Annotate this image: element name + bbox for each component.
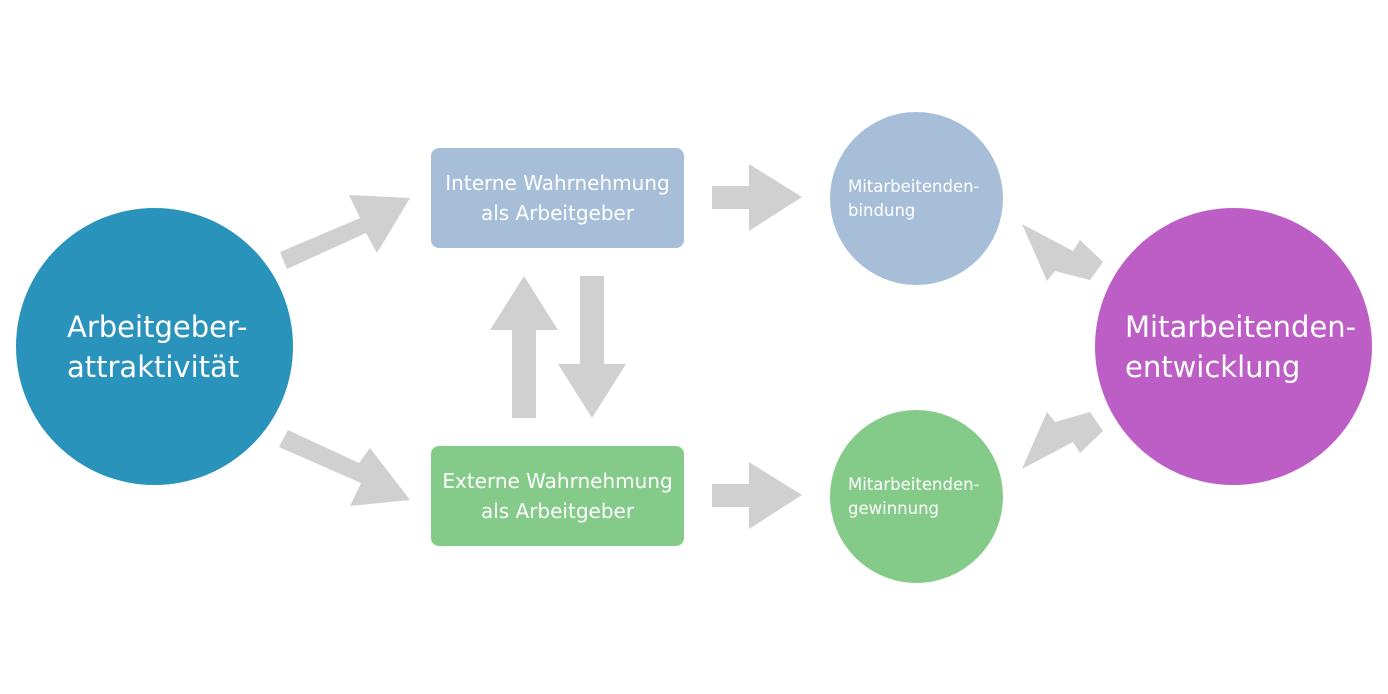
node-mitarbeitendenentwicklung-line-2: entwicklung: [1125, 349, 1301, 384]
arrow-entwicklung-to-gewinnung: [1022, 412, 1103, 469]
node-mitarbeitendengewinnung-line-1: Mitarbeitenden-: [848, 474, 980, 494]
node-mitarbeitendengewinnung: Mitarbeitenden- gewinnung: [830, 410, 1003, 583]
node-mitarbeitendenentwicklung-line-1: Mitarbeitenden-: [1125, 309, 1357, 344]
node-interne-wahrnehmung: Interne Wahrnehmung als Arbeitgeber: [431, 148, 684, 248]
arrow-extern-to-intern: [490, 276, 558, 418]
arrow-attraktivitaet-to-extern: [279, 430, 410, 506]
node-interne-wahrnehmung-line-1: Interne Wahrnehmung: [445, 171, 670, 195]
arrow-extern-to-gewinnung: [712, 462, 802, 529]
node-externe-wahrnehmung-line-1: Externe Wahrnehmung: [442, 469, 673, 493]
node-arbeitgeberattraktivitaet-line-1: Arbeitgeber-: [67, 309, 248, 344]
node-externe-wahrnehmung: Externe Wahrnehmung als Arbeitgeber: [431, 446, 684, 546]
node-interne-wahrnehmung-line-2: als Arbeitgeber: [480, 201, 635, 225]
node-arbeitgeberattraktivitaet: Arbeitgeber- attraktivität: [16, 208, 293, 485]
arrow-entwicklung-to-bindung: [1022, 224, 1103, 281]
node-mitarbeitendengewinnung-line-2: gewinnung: [848, 498, 940, 518]
arrow-intern-to-extern: [558, 276, 626, 418]
arrow-attraktivitaet-to-intern: [280, 195, 410, 269]
node-arbeitgeberattraktivitaet-line-2: attraktivität: [67, 349, 240, 384]
node-mitarbeitendenentwicklung: Mitarbeitenden- entwicklung: [1095, 208, 1372, 485]
node-mitarbeitendenbindung-line-2: bindung: [848, 200, 916, 220]
node-mitarbeitendenbindung-line-1: Mitarbeitenden-: [848, 176, 980, 196]
node-mitarbeitendenbindung: Mitarbeitenden- bindung: [830, 112, 1003, 285]
node-externe-wahrnehmung-line-2: als Arbeitgeber: [480, 499, 635, 523]
arrow-intern-to-bindung: [712, 164, 802, 231]
